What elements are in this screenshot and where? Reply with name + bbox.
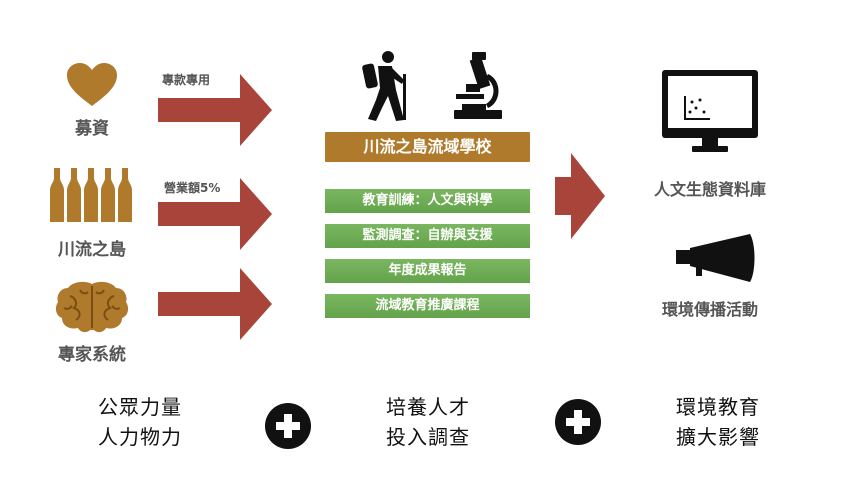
bottom-col2-line1: 培養人才	[386, 395, 470, 419]
bottom-col3-line2: 擴大影響	[676, 425, 760, 449]
bottles-icon	[50, 166, 134, 224]
plus-icon	[555, 399, 601, 445]
megaphone-icon	[672, 232, 760, 284]
microscope-icon	[450, 50, 504, 122]
arrow-to-outcomes	[555, 153, 605, 239]
arrow-brand	[158, 178, 272, 250]
arrow-label-revenue: 營業額5%	[164, 181, 221, 195]
center-item-report: 年度成果報告	[325, 259, 530, 283]
arrow-fundraising	[158, 74, 272, 146]
bottom-col3-line1: 環境教育	[676, 395, 760, 419]
plus-icon	[265, 403, 311, 449]
bottom-col3: 環境教育 擴大影響	[658, 392, 778, 452]
fundraising-label: 募資	[75, 119, 109, 139]
bottom-col2: 培養人才 投入調查	[368, 392, 488, 452]
bottom-col1-line1: 公眾力量	[98, 395, 182, 419]
brain-icon	[54, 280, 130, 336]
school-title: 川流之島流域學校	[325, 132, 530, 162]
center-item-monitoring: 監測調查：自辦與支援	[325, 224, 530, 248]
hiker-icon	[358, 50, 410, 122]
monitor-icon	[662, 70, 758, 154]
center-item-training: 教育訓練：人文與科學	[325, 189, 530, 213]
bottom-col2-line2: 投入調查	[386, 425, 470, 449]
brand-label: 川流之島	[58, 240, 126, 260]
arrow-expert	[158, 268, 272, 340]
heart-icon	[66, 62, 118, 108]
database-label: 人文生態資料庫	[653, 180, 766, 199]
bottom-col1-line2: 人力物力	[98, 425, 182, 449]
campaign-label: 環境傳播活動	[661, 300, 758, 319]
expert-label: 專家系統	[58, 345, 126, 365]
arrow-label-earmarked: 專款專用	[162, 73, 211, 87]
center-item-course: 流域教育推廣課程	[325, 294, 530, 318]
bottom-col1: 公眾力量 人力物力	[80, 392, 200, 452]
